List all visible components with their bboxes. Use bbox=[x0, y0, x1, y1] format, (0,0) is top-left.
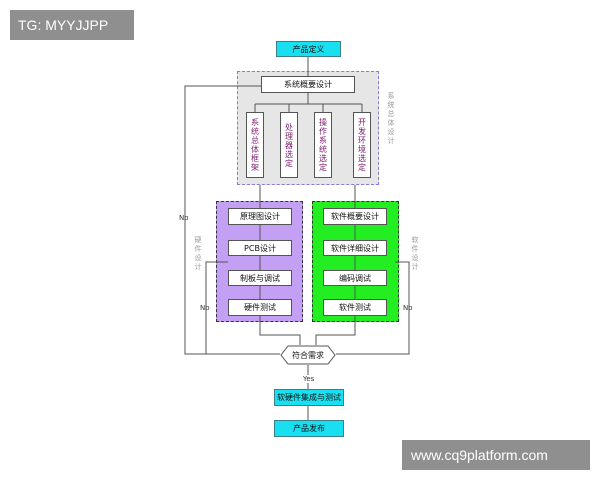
board-debug-node: 制板与调试 bbox=[228, 270, 292, 286]
final-node: 产品发布 bbox=[274, 420, 344, 437]
software-detail-design-node: 软件详细设计 bbox=[323, 240, 387, 256]
os-selection-node: 操作系统选定 bbox=[314, 112, 332, 178]
system-design-group-label: 系统总体设计 bbox=[387, 92, 395, 146]
no-outer-label: No bbox=[179, 214, 189, 222]
dev-env-selection-label: 开发环境选定 bbox=[357, 118, 367, 172]
coding-debug-node: 编码调试 bbox=[323, 270, 387, 286]
no-hw-label: No bbox=[200, 304, 210, 312]
edge-sw-to-decision bbox=[315, 316, 356, 345]
schematic-design-node: 原理图设计 bbox=[228, 208, 292, 225]
system-outline-design-label: 系统概要设计 bbox=[284, 80, 332, 89]
edge-no-hw bbox=[205, 261, 280, 355]
hardware-test-label: 硬件测试 bbox=[244, 303, 276, 312]
bottom-watermark: www.cq9platform.com bbox=[402, 440, 590, 470]
meets-requirements-label: 符合需求 bbox=[292, 350, 324, 360]
pcb-design-label: PCB设计 bbox=[244, 243, 276, 253]
meets-requirements-decision bbox=[280, 345, 336, 365]
meets-requirements-label-box: 符合需求 bbox=[280, 345, 336, 365]
top-watermark-text: TG: MYYJJPP bbox=[18, 17, 109, 33]
dev-env-selection-node: 开发环境选定 bbox=[353, 112, 371, 178]
system-architecture-node: 系统总体框架 bbox=[246, 112, 264, 178]
software-test-label: 软件测试 bbox=[339, 303, 371, 312]
yes-label: Yes bbox=[302, 375, 316, 383]
schematic-design-label: 原理图设计 bbox=[240, 212, 280, 221]
software-design-group-label: 软件设计 bbox=[411, 236, 419, 272]
edge-hw-to-decision bbox=[259, 316, 301, 345]
product-definition-node: 产品定义 bbox=[276, 41, 341, 57]
integration-test-node: 软硬件集成与测试 bbox=[274, 389, 344, 406]
no-sw-label: No bbox=[403, 304, 413, 312]
bottom-watermark-text: www.cq9platform.com bbox=[411, 447, 548, 463]
hardware-design-group-label: 硬件设计 bbox=[194, 236, 202, 272]
board-debug-label: 制板与调试 bbox=[240, 273, 280, 283]
hardware-test-node: 硬件测试 bbox=[228, 299, 292, 316]
system-outline-design-node: 系统概要设计 bbox=[261, 76, 355, 93]
integration-test-label: 软硬件集成与测试 bbox=[277, 393, 341, 402]
software-test-node: 软件测试 bbox=[323, 299, 387, 316]
coding-debug-label: 编码调试 bbox=[339, 273, 371, 283]
software-detail-design-label: 软件详细设计 bbox=[331, 243, 379, 253]
product-definition-label: 产品定义 bbox=[292, 44, 325, 54]
final-label: 产品发布 bbox=[293, 424, 325, 433]
edge-no-sw bbox=[336, 261, 410, 355]
software-outline-design-label: 软件概要设计 bbox=[331, 212, 379, 221]
system-architecture-label: 系统总体框架 bbox=[250, 118, 260, 172]
os-selection-label: 操作系统选定 bbox=[318, 118, 328, 172]
pcb-design-node: PCB设计 bbox=[228, 240, 292, 256]
software-outline-design-node: 软件概要设计 bbox=[323, 208, 387, 225]
top-watermark: TG: MYYJJPP bbox=[10, 10, 134, 40]
processor-selection-node: 处理器选定 bbox=[280, 112, 298, 178]
processor-selection-label: 处理器选定 bbox=[284, 122, 294, 168]
